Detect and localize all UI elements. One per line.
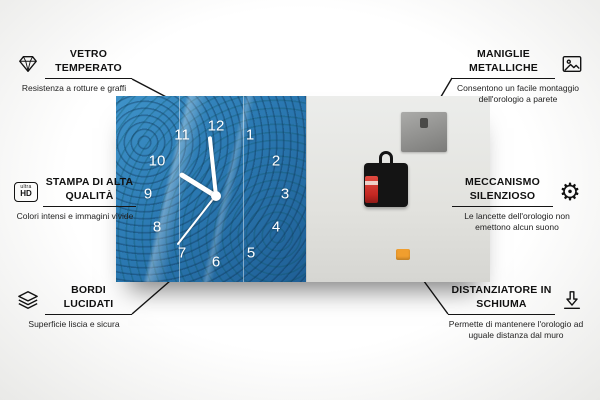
hanger-hook bbox=[379, 151, 393, 163]
diamond-icon bbox=[16, 52, 40, 76]
callout-description: Le lancette dell'orologio non emettono a… bbox=[464, 211, 570, 233]
title-underline bbox=[45, 314, 132, 316]
callout-title: MANIGLIE METALLICHE bbox=[469, 48, 538, 74]
glass-reflection bbox=[116, 96, 306, 282]
clock-number: 11 bbox=[174, 127, 190, 144]
foam-spacer bbox=[396, 249, 410, 260]
ultra-hd-text-top: ultra bbox=[20, 184, 32, 191]
battery-label bbox=[365, 181, 378, 185]
clock-mechanism bbox=[364, 151, 408, 207]
title-underline bbox=[448, 314, 555, 316]
title-underline bbox=[452, 206, 553, 208]
callout-description: Permette di mantenere l'orologio ad ugua… bbox=[448, 319, 584, 341]
callout-description: Colori intensi e immagini vivide bbox=[16, 211, 134, 222]
product-image: 12 1 2 3 4 5 6 7 8 9 10 11 bbox=[116, 96, 490, 282]
clock-center-cap bbox=[211, 191, 221, 201]
gear-glyph: ⚙ bbox=[559, 177, 581, 206]
clock-number: 12 bbox=[208, 118, 225, 135]
callout-title: DISTANZIATORE IN SCHIUMA bbox=[451, 284, 552, 310]
clock-number: 10 bbox=[149, 153, 166, 170]
callout-description: Resistenza a rotture e graffi bbox=[21, 83, 127, 94]
gear-icon: ⚙ bbox=[558, 180, 582, 204]
clock-number: 7 bbox=[178, 245, 186, 262]
clock-number: 8 bbox=[153, 219, 161, 236]
clock-number: 1 bbox=[246, 127, 254, 144]
hanging-slot bbox=[420, 118, 428, 128]
callout-meccanismo-silenzioso: MECCANISMO SILENZIOSO ⚙ Le lancette dell… bbox=[452, 176, 582, 233]
callout-maniglie-metalliche: MANIGLIE METALLICHE Consentono un facile… bbox=[452, 48, 584, 105]
metal-hanging-plate bbox=[401, 112, 447, 152]
clock-back-panel bbox=[306, 96, 490, 282]
arrow-down-icon bbox=[560, 288, 584, 312]
picture-frame-icon bbox=[560, 52, 584, 76]
layers-icon bbox=[16, 288, 40, 312]
clock-number: 9 bbox=[144, 186, 152, 203]
callout-title: STAMPA DI ALTA QUALITÀ bbox=[45, 176, 134, 202]
title-underline bbox=[43, 206, 136, 208]
clock-number: 3 bbox=[281, 186, 289, 203]
ultra-hd-icon: ultra HD bbox=[14, 180, 38, 204]
callout-description: Consentono un facile montaggio dell'orol… bbox=[457, 83, 579, 105]
clock-front-face: 12 1 2 3 4 5 6 7 8 9 10 11 bbox=[116, 96, 306, 282]
ultra-hd-text-bottom: HD bbox=[20, 189, 32, 199]
callout-description: Superficie liscia e sicura bbox=[28, 319, 120, 330]
glass-panel-seam bbox=[179, 96, 180, 282]
callout-distanziatore-schiuma: DISTANZIATORE IN SCHIUMA Permette di man… bbox=[448, 284, 584, 341]
callout-vetro-temperato: VETRO TEMPERATO Resistenza a rotture e g… bbox=[16, 48, 132, 94]
clock-number: 6 bbox=[212, 254, 220, 271]
title-underline bbox=[452, 78, 555, 80]
clock-number: 4 bbox=[272, 219, 280, 236]
clock-number: 2 bbox=[272, 153, 280, 170]
glass-panel-seam bbox=[243, 96, 244, 282]
callout-bordi-lucidati: BORDI LUCIDATI Superficie liscia e sicur… bbox=[16, 284, 132, 330]
callout-title: MECCANISMO SILENZIOSO bbox=[465, 176, 540, 202]
callout-title: BORDI LUCIDATI bbox=[63, 284, 114, 310]
callout-stampa-alta-qualita: ultra HD STAMPA DI ALTA QUALITÀ Colori i… bbox=[14, 176, 136, 222]
title-underline bbox=[45, 78, 132, 80]
callout-title: VETRO TEMPERATO bbox=[55, 48, 122, 74]
clock-number: 5 bbox=[247, 245, 255, 262]
